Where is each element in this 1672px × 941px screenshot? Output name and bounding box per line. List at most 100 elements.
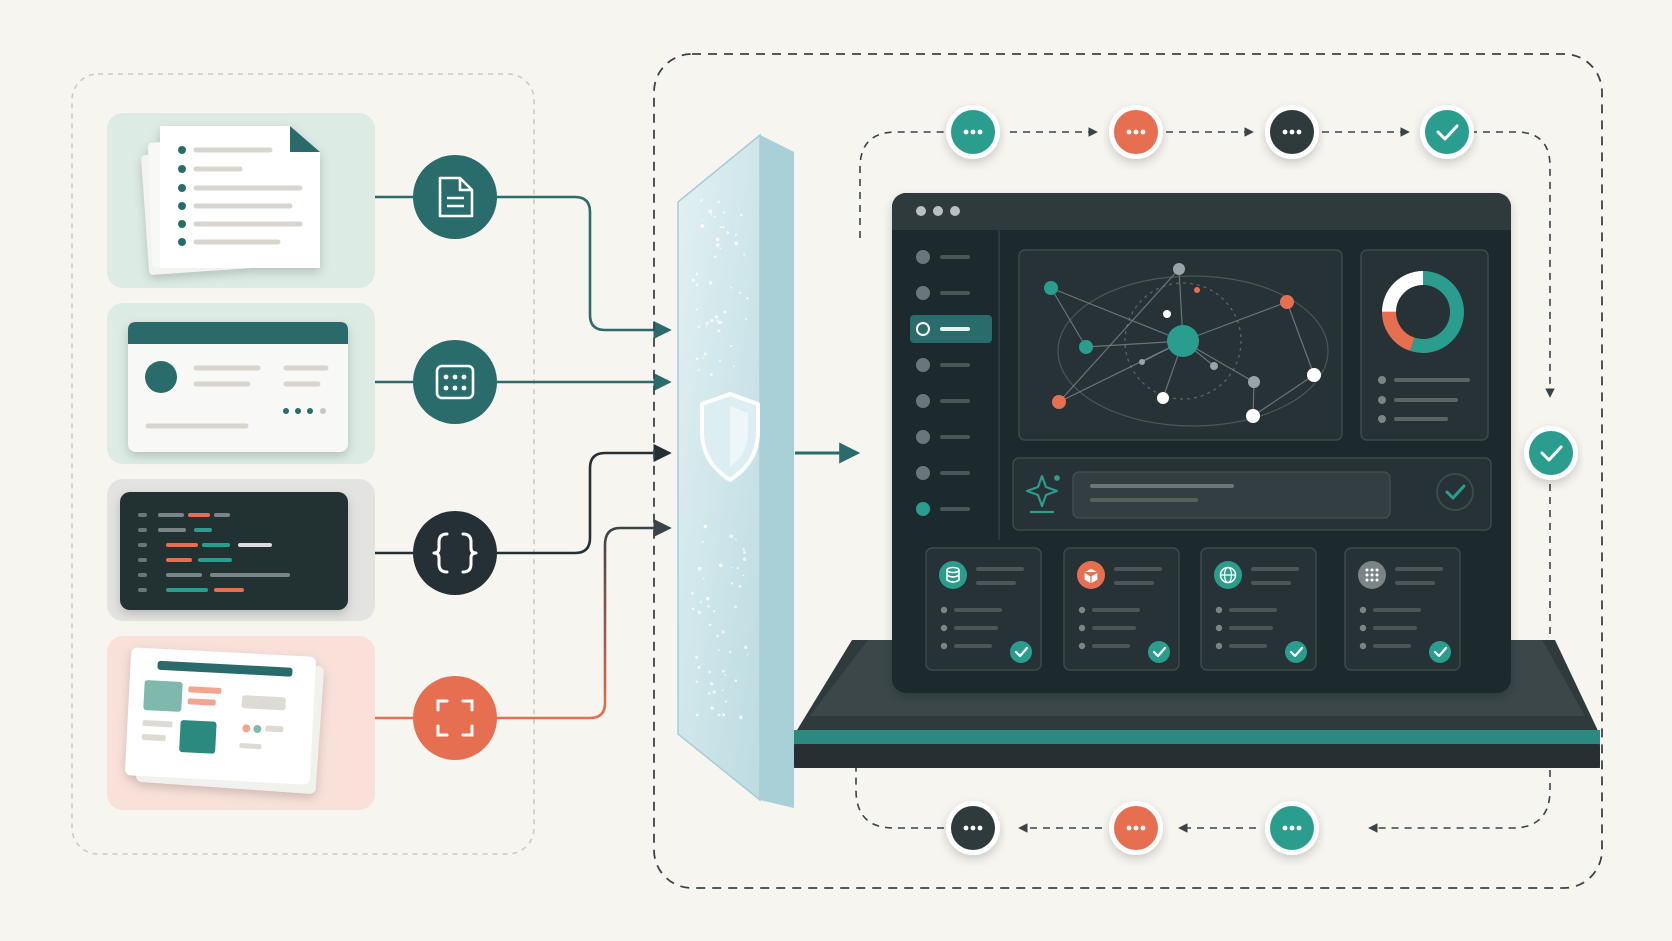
module-status-badge [1148,641,1170,663]
source-card-form[interactable] [107,303,375,464]
sidebar-item[interactable] [916,502,970,516]
glass-particle [714,255,717,259]
glass-particle [739,715,743,720]
sidebar-item[interactable] [916,358,970,372]
pipeline-node-pending[interactable] [946,801,1000,855]
glass-particle [734,233,738,236]
network-graph [1044,263,1329,427]
sidebar-item[interactable] [916,430,970,444]
more-dots-icon [963,825,983,831]
sidebar-item[interactable] [916,466,970,480]
glass-particle [744,645,748,650]
connector-document [375,195,672,340]
glass-particle [708,281,713,285]
loop-path-right-lower [1368,484,1551,833]
glass-particle [713,610,716,613]
glass-particle [735,538,737,541]
glass-particle [695,680,698,683]
pipeline-node-done[interactable] [1420,105,1474,159]
pipeline-node-pending[interactable] [946,105,1000,159]
glass-particle [719,563,723,568]
check-icon [1540,445,1563,462]
pipeline-node-pending[interactable] [1265,801,1319,855]
donut-segment [1382,271,1464,353]
glass-particle [729,345,732,348]
module-card[interactable] [1200,547,1317,671]
glass-particle [710,213,713,216]
pipeline-node-done[interactable] [1524,426,1578,480]
sidebar-item[interactable] [916,286,970,300]
check-icon [1433,646,1448,658]
dashboard-sidebar [910,250,992,516]
source-icon-document [413,155,497,239]
source-card-document[interactable] [107,113,375,288]
source-card-screenshot[interactable] [107,636,375,810]
glass-particle [705,596,710,601]
glass-particle [717,713,721,717]
glass-particle [718,359,722,362]
glass-particle [705,321,709,325]
document-icon [438,176,474,218]
glass-particle [723,310,727,314]
assistant-input[interactable] [1072,471,1391,519]
source-card-code[interactable] [107,479,375,621]
apps-grid-icon [1358,561,1386,589]
glass-particle [734,241,739,246]
glass-particle [691,278,695,282]
glass-particles [691,198,749,720]
pipeline-node-pending[interactable] [1109,105,1163,159]
cube-icon [1077,561,1105,589]
glass-particle [744,317,748,321]
glass-particle [708,623,712,627]
glass-particle [713,215,716,218]
nav-dot-icon [916,430,930,444]
module-card[interactable] [1344,547,1461,671]
glass-particle [726,231,730,235]
glass-particle [701,540,704,543]
window-control-minimize[interactable] [933,206,943,216]
sidebar-item[interactable] [916,250,970,264]
glass-particle [695,657,698,660]
check-icon [1289,646,1304,658]
glass-particle [730,286,733,289]
glass-particle [742,574,745,577]
glass-particle [695,713,699,717]
module-status-badge [1285,641,1307,663]
glass-particle [730,582,733,585]
sidebar-item[interactable] [910,315,992,343]
more-dots-icon [1126,825,1146,831]
loop-path-left [855,740,944,829]
check-icon [1445,484,1466,500]
glass-particle [736,566,739,570]
pipeline-node-pending[interactable] [1265,105,1319,159]
glass-particle [697,325,700,329]
glass-particle [703,524,708,529]
glass-particle [697,566,702,571]
nav-dot-icon [916,286,930,300]
sidebar-item[interactable] [916,394,970,408]
window-controls[interactable] [916,206,960,216]
glass-particle [707,691,711,695]
glass-particle [691,607,695,611]
glass-particle [714,315,718,319]
nav-dot-icon [916,250,930,264]
window-control-maximize[interactable] [950,206,960,216]
nav-dot-icon [916,502,930,516]
check-icon [1436,124,1459,141]
glass-particle [691,591,694,595]
pipeline-node-pending[interactable] [1109,801,1163,855]
glass-particle [717,649,720,652]
glass-particle [706,604,711,608]
glass-particle [697,369,700,372]
module-card[interactable] [1063,547,1180,671]
glass-particle [746,297,749,300]
glass-particle [734,679,738,683]
module-card[interactable] [925,547,1042,671]
security-gateway[interactable] [677,133,794,808]
glass-particle [700,224,705,228]
network-node [1248,376,1260,388]
glass-particle [703,352,708,356]
assistant-confirm-button[interactable] [1436,473,1474,511]
window-control-close[interactable] [916,206,926,216]
